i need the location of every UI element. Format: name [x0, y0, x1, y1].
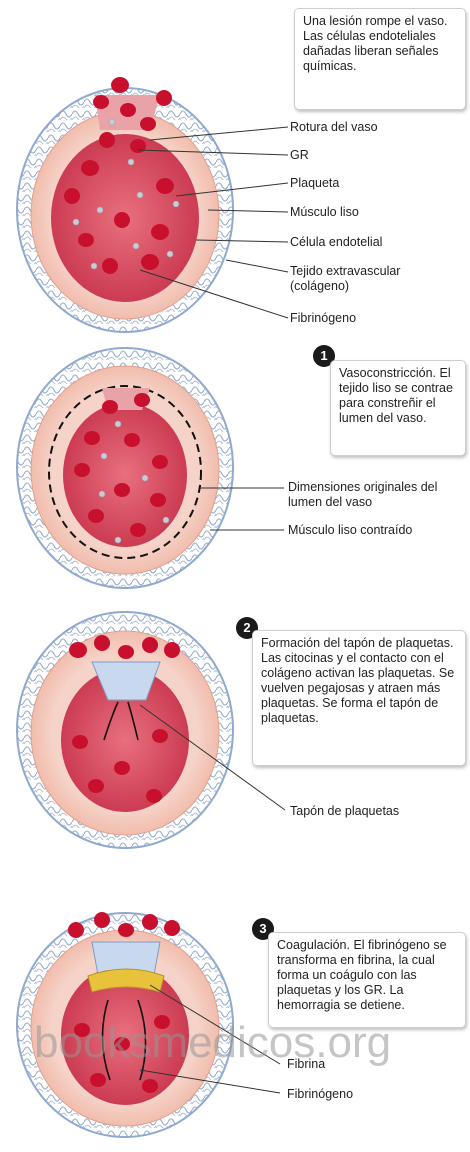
label-original-lumen: Dimensiones originales del lumen del vas…	[288, 480, 458, 510]
label-fibrinogen: Fibrinógeno	[290, 311, 356, 326]
label-smooth-muscle: Músculo liso	[290, 205, 359, 220]
label-platelet-plug: Tapón de plaquetas	[290, 804, 399, 819]
label-fibrinogen-bottom: Fibrinógeno	[287, 1087, 353, 1102]
vessel-panel-injury	[17, 77, 288, 332]
label-vessel-rupture: Rotura del vaso	[290, 120, 378, 135]
label-rbc: GR	[290, 148, 309, 163]
vessel-panel-platelet-plug	[17, 612, 285, 848]
callout-injury: Una lesión rompe el vaso. Las células en…	[294, 8, 466, 110]
label-contracted-muscle: Músculo liso contraído	[288, 523, 412, 538]
watermark: booksmedicos.org	[34, 1018, 391, 1068]
label-collagen: Tejido extravascular (colágeno)	[290, 264, 440, 294]
label-platelet: Plaqueta	[290, 176, 339, 191]
callout-platelet-plug: Formación del tapón de plaquetas. Las ci…	[252, 630, 466, 766]
label-endothelial-cell: Célula endotelial	[290, 235, 382, 250]
callout-vasoconstriction: Vasoconstricción. El tejido liso se cont…	[330, 360, 466, 456]
vessel-panel-vasoconstriction	[17, 348, 284, 588]
callout-coagulation: Coagulación. El fibrinógeno se transform…	[268, 932, 466, 1028]
